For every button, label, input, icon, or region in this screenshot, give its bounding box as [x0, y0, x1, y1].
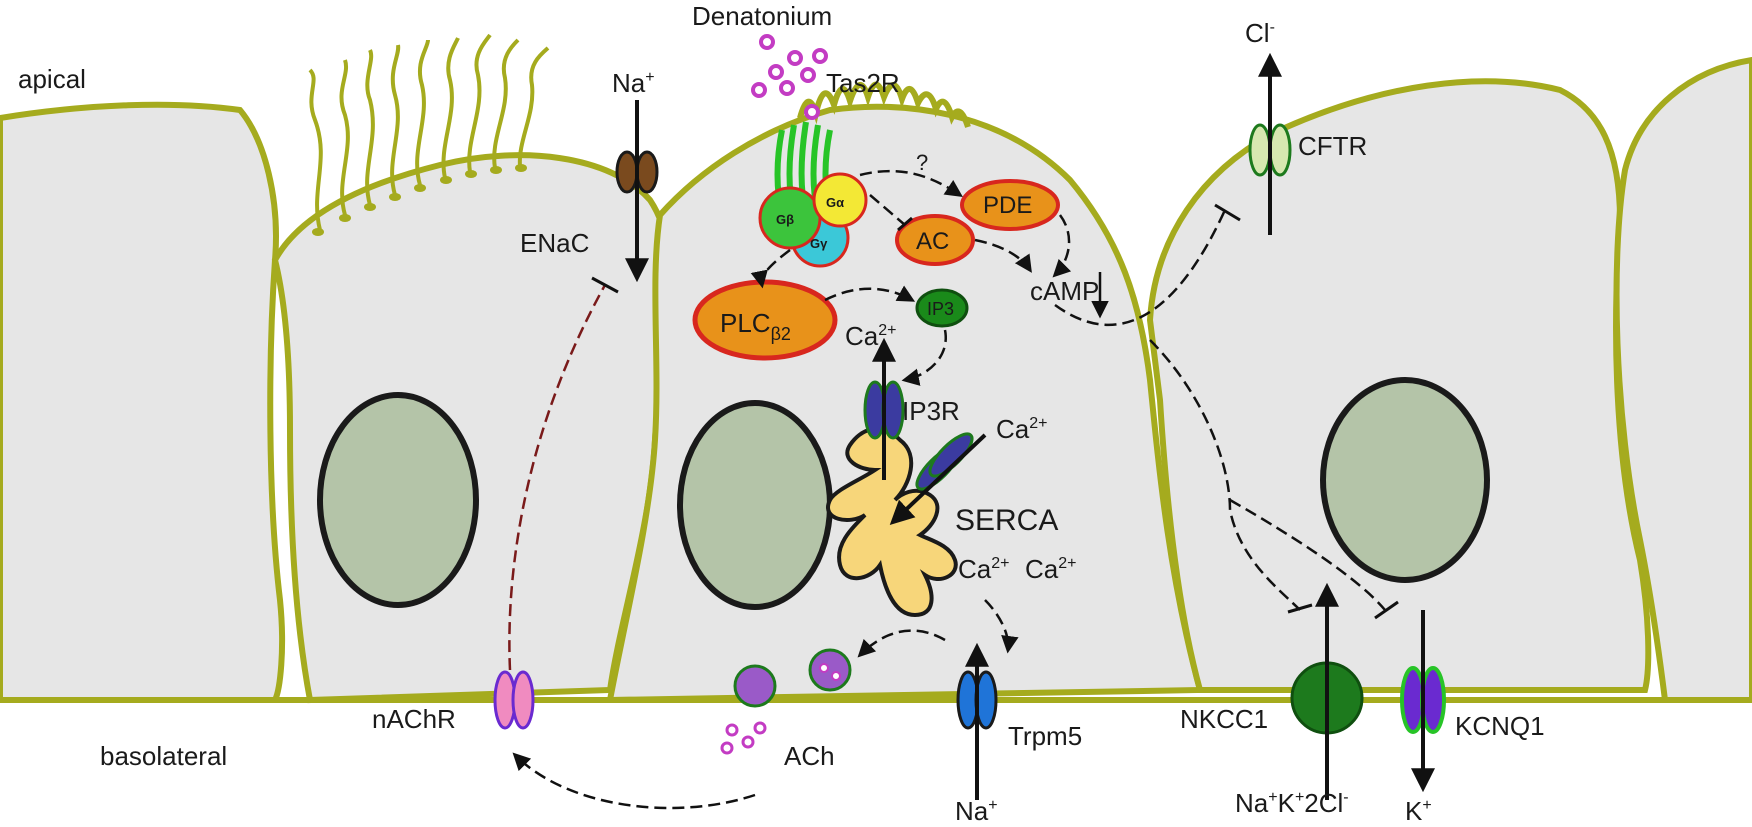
- labels: apical basolateral Denatonium Tas2R Na+ …: [18, 1, 1545, 826]
- g-protein-complex: [758, 172, 868, 268]
- label-trpm5: Trpm5: [1008, 721, 1082, 751]
- label-ac: AC: [916, 228, 949, 255]
- signaling-arrows: [512, 169, 1072, 810]
- label-g-gamma: Gγ: [810, 236, 828, 251]
- label-g-alpha: Gα: [826, 195, 844, 210]
- nachr-channel: [493, 670, 535, 730]
- label-kcnq1: KCNQ1: [1455, 711, 1545, 741]
- pde-enzyme: [960, 179, 1060, 231]
- label-na-bottom: Na+: [955, 796, 998, 826]
- cell-right-edge: [1613, 56, 1752, 703]
- cell-ciliated: [271, 152, 674, 704]
- nucleus-ciliated: [317, 392, 479, 608]
- label-tas2r: Tas2R: [826, 68, 900, 98]
- label-ip3r: IP3R: [902, 396, 960, 426]
- nucleus-secretory: [1320, 377, 1490, 583]
- label-serca: SERCA: [955, 504, 1058, 537]
- label-ach: ACh: [784, 741, 835, 771]
- ca-uptake-arrow: [889, 433, 987, 525]
- ach-vesicles: [733, 648, 852, 708]
- label-pde: PDE: [983, 192, 1032, 219]
- label-denatonium: Denatonium: [692, 1, 832, 31]
- cilia: [308, 33, 550, 231]
- nucleus-tuft: [677, 400, 833, 610]
- denatonium-ligands: [751, 34, 828, 120]
- label-nachr: nAChR: [372, 704, 456, 734]
- cilia-basal-bodies: [312, 164, 527, 236]
- label-ip3: IP3: [927, 299, 954, 319]
- label-k-bottom: K+: [1405, 796, 1432, 826]
- label-enac: ENaC: [520, 228, 589, 258]
- label-question: ?: [916, 150, 928, 175]
- ip3-molecule: [915, 288, 969, 328]
- g-alpha-subunit: [812, 172, 868, 228]
- label-g-beta: Gβ: [776, 212, 794, 227]
- label-ca-left: Ca2+: [958, 554, 1010, 584]
- ac-enzyme: [895, 214, 975, 266]
- ip3r-channel: [863, 380, 905, 440]
- label-ca-right: Ca2+: [1025, 554, 1077, 584]
- label-nkcc1-ions: Na+K+2Cl-: [1235, 788, 1349, 818]
- label-na-top: Na+: [612, 68, 655, 98]
- label-ca-serca: Ca2+: [996, 414, 1048, 444]
- label-cl: Cl-: [1245, 18, 1275, 48]
- label-cftr: CFTR: [1298, 131, 1367, 161]
- cell-left-edge: [0, 101, 286, 703]
- ach-ligands: [720, 721, 767, 755]
- microvilli: [797, 81, 971, 128]
- inhibition-paths: [508, 194, 1386, 671]
- inhibition-bars: [591, 203, 1399, 620]
- label-basolateral: basolateral: [100, 741, 227, 771]
- label-ca-cytosol: Ca2+: [845, 321, 897, 351]
- ion-flux-arrows: [625, 52, 1435, 800]
- label-nkcc1: NKCC1: [1180, 704, 1268, 734]
- label-plc: PLCβ2: [720, 308, 791, 344]
- label-apical: apical: [18, 64, 86, 94]
- label-camp: cAMP: [1030, 276, 1099, 306]
